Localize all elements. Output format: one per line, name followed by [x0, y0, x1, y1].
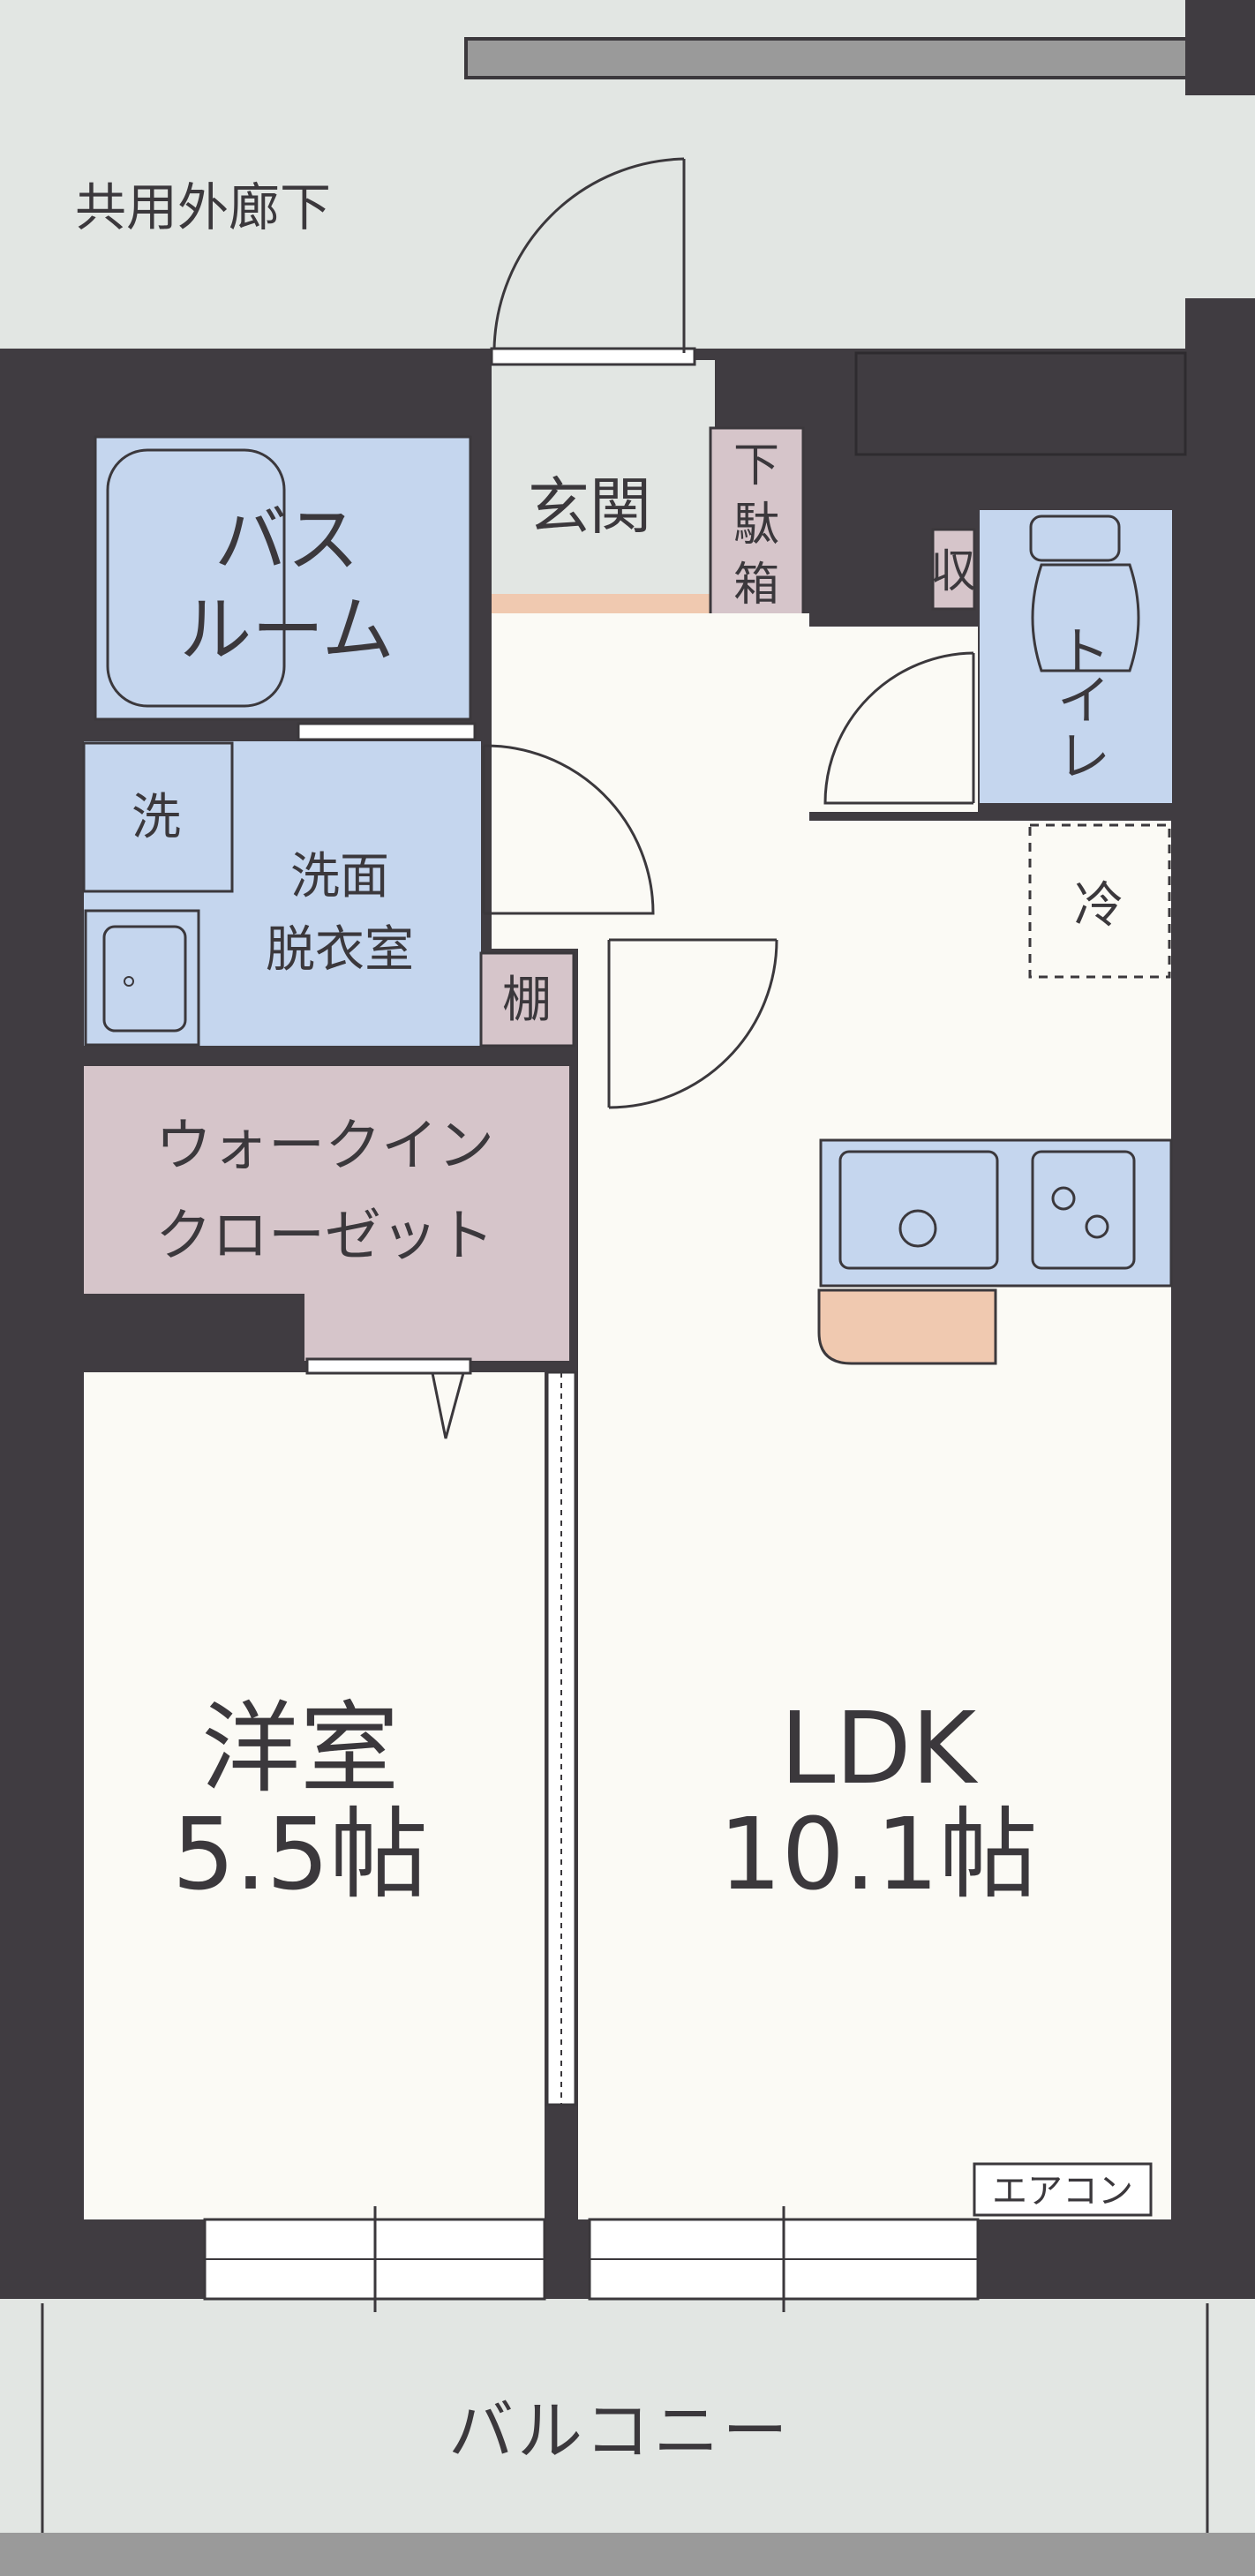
balcony-label: バルコニー — [448, 2393, 792, 2469]
entrance-area — [492, 360, 715, 594]
closet-label-2: クローゼット — [155, 1204, 494, 1269]
ldk-size: 10.1帖 — [718, 1798, 1037, 1912]
closet-label-1: ウォークイン — [155, 1114, 494, 1179]
sink-drain-icon — [898, 1209, 937, 1248]
ldk-floor-left — [578, 931, 803, 2219]
ldk-name: LDK — [780, 1692, 979, 1806]
entrance-step — [492, 594, 715, 613]
balcony-edge — [0, 2533, 1255, 2576]
washroom-label-1: 洗面 — [290, 848, 389, 905]
toilet-label-3: レ — [1057, 726, 1110, 788]
shoe-box-label-2: 駄 — [733, 499, 779, 552]
wall-top-right — [1185, 298, 1255, 360]
burner-icon — [1085, 1214, 1109, 1239]
bathroom-door — [297, 722, 477, 741]
shelf-label: 棚 — [502, 972, 552, 1029]
corridor-post — [1185, 0, 1255, 95]
bath-label-2: ルーム — [179, 589, 395, 672]
kitchen-counter-end — [817, 1288, 997, 1365]
corridor-railing — [464, 37, 1190, 79]
washbasin-drain-icon — [124, 976, 134, 987]
washing-machine-space — [82, 741, 234, 893]
balcony-area — [0, 2299, 1255, 2576]
fridge-space — [1028, 823, 1171, 979]
fridge-label: 冷 — [1074, 877, 1123, 935]
stove — [1031, 1150, 1136, 1270]
partition-wall — [545, 2109, 578, 2299]
entrance-label: 玄関 — [528, 470, 651, 543]
ldk-door-swing-icon — [607, 938, 778, 1109]
walk-in-closet-lower — [304, 1288, 569, 1361]
washroom-door-swing-icon — [482, 744, 655, 915]
shoe-box-label-1: 下 — [733, 439, 779, 492]
western-room-floor — [84, 1372, 545, 2219]
small-storage — [931, 528, 976, 611]
toilet-door-swing-icon — [823, 651, 975, 805]
burner-icon — [1051, 1186, 1076, 1211]
small-storage-label: 収 — [930, 545, 976, 598]
toilet-tank — [1029, 514, 1121, 562]
entrance-door — [490, 347, 696, 366]
washroom-label-2: 脱衣室 — [266, 921, 414, 979]
washbasin-bowl — [102, 925, 187, 1033]
western-room-size: 5.5帖 — [172, 1798, 428, 1912]
corridor-label: 共用外廊下 — [75, 177, 331, 237]
bathtub-icon — [106, 448, 286, 708]
wall-notch — [854, 351, 1187, 456]
shelf — [479, 951, 575, 1048]
toilet-label-2: イ — [1057, 671, 1110, 732]
closet-door — [305, 1357, 472, 1375]
hallway-floor-upper — [803, 627, 978, 812]
entrance-door-swing-icon — [492, 157, 686, 353]
aircon-label: エアコン — [992, 2171, 1133, 2212]
shoe-box — [709, 426, 805, 617]
bath-label-1: バス — [214, 499, 359, 582]
western-room-name: 洋室 — [201, 1692, 399, 1806]
toilet-label-1: ト — [1057, 622, 1110, 684]
shoe-box-label-3: 箱 — [733, 559, 779, 612]
aircon-box — [973, 2162, 1153, 2217]
walk-in-closet — [84, 1066, 569, 1294]
kitchen-sink — [838, 1150, 999, 1270]
closet-door-swing-icon — [431, 1372, 465, 1439]
washer-label: 洗 — [132, 789, 181, 846]
toilet-bowl-icon — [1031, 563, 1140, 672]
